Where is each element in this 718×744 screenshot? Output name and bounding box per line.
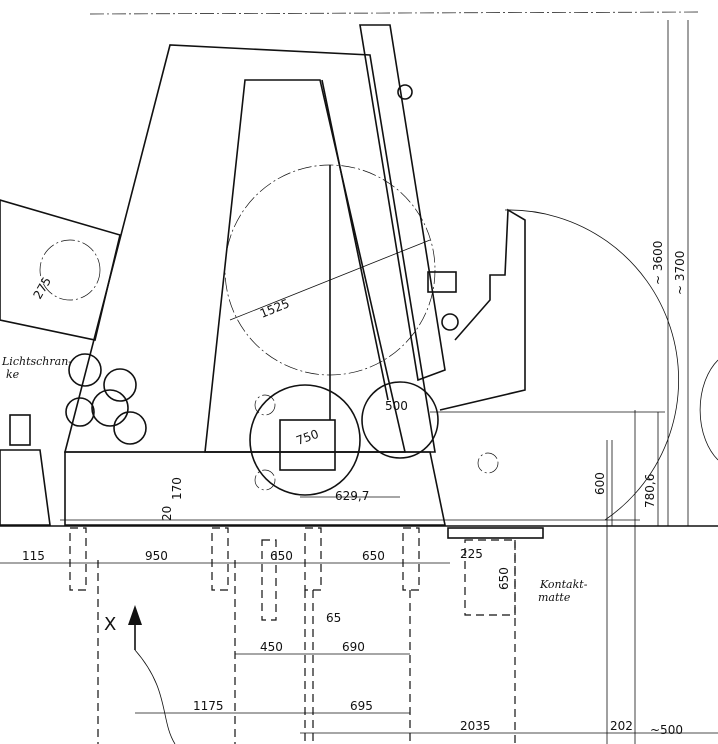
dim-650-b: 650 [362, 549, 385, 563]
dim-275: 275 [30, 275, 54, 302]
roll-500 [361, 381, 439, 459]
dim-629: 629,7 [335, 489, 369, 503]
chute [439, 208, 526, 411]
contact-mat-label: Kontakt- [539, 578, 588, 591]
dim-1525: 1525 [258, 296, 292, 320]
dim-950: 950 [145, 549, 168, 563]
dim-450: 450 [260, 640, 283, 654]
dim-225: 225 [460, 547, 483, 561]
dim-2035: 2035 [460, 719, 491, 733]
dim-500: 500 [385, 399, 408, 413]
housing-inner [204, 79, 407, 453]
light-barrier-label: Lichtschran- [1, 355, 72, 368]
top-centerline [89, 11, 701, 15]
dim-65: 65 [326, 611, 341, 625]
dim-650-c: 650 [497, 567, 511, 590]
arm [359, 24, 446, 382]
dim-1175: 1175 [193, 699, 224, 713]
dim-650-a: 650 [270, 549, 293, 563]
light-barrier-label-2: ke [6, 368, 20, 381]
contact-mat-label-2: matte [538, 591, 571, 604]
dim-750: 750 [294, 427, 320, 448]
drum-circle [224, 164, 436, 376]
dim-780: 780,6 [643, 474, 657, 508]
dim-600: 600 [593, 472, 607, 495]
dim-202: 202 [610, 719, 633, 733]
swing-arc [504, 209, 679, 521]
dim-3700: ~ 3700 [673, 251, 687, 295]
dim-170: 170 [170, 477, 184, 500]
dim-20: 20 [160, 506, 174, 521]
dim-695: 695 [350, 699, 373, 713]
dim-690: 690 [342, 640, 365, 654]
infeed [0, 199, 121, 341]
dim-3600: ~ 3600 [651, 241, 665, 285]
roll-750 [249, 384, 361, 496]
dim-500-approx: ~500 [650, 723, 683, 737]
axis-x-label: X [104, 614, 116, 635]
dim-115: 115 [22, 549, 45, 563]
